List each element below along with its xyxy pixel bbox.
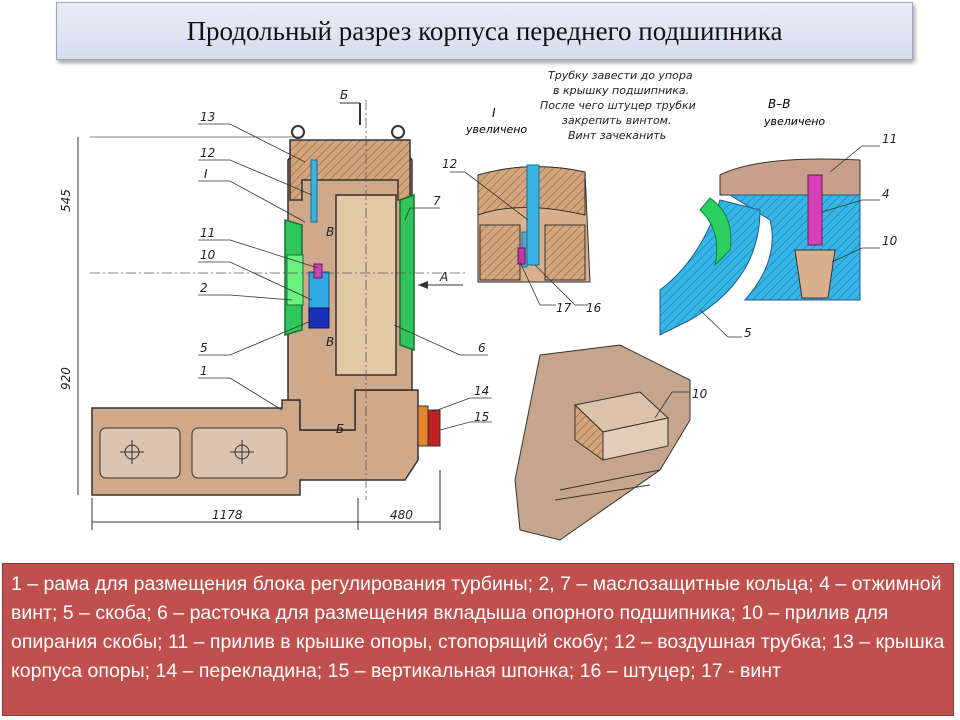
note-line-3: После чего штуцер трубки [540, 99, 696, 112]
label-11: 11 [200, 226, 215, 240]
main-section-view: 13 12 I 11 10 2 5 1 7 6 14 15 Б Б В В А … [59, 88, 492, 530]
section-label-5: 5 [744, 326, 752, 340]
frame-slot-right [191, 427, 288, 479]
legend-text: 1 – рама для размещения блока регулирова… [11, 573, 945, 682]
jack-screw [313, 263, 323, 279]
page-title: Продольный разрез корпуса переднего подш… [186, 15, 783, 46]
bracket-base [308, 307, 330, 329]
section-label-10: 10 [882, 234, 898, 248]
section-mark-v-bottom: В [326, 335, 334, 349]
detail-title: I [492, 106, 496, 120]
section-mark-b-bottom: Б [336, 422, 344, 436]
view-arrow-a: А [439, 270, 448, 284]
detail-air-tube [526, 164, 540, 266]
note-line-1: Трубку завести до упора [548, 69, 693, 82]
label-I: I [204, 167, 208, 181]
section-screw [807, 174, 823, 246]
detail-screw [517, 247, 526, 265]
label-2: 2 [200, 281, 208, 295]
note-line-5: Винт зачеканить [568, 129, 666, 142]
dim-545: 545 [59, 189, 73, 212]
frame-slot-left [99, 427, 181, 479]
crossbar [417, 405, 429, 447]
note-line-4: закрепить винтом. [562, 114, 671, 127]
dim-480: 480 [390, 508, 413, 522]
section-label-4: 4 [882, 187, 890, 201]
section-subtitle: увеличено [763, 115, 825, 128]
label-6: 6 [478, 341, 486, 355]
label-7: 7 [433, 194, 441, 208]
section-label-11: 11 [882, 132, 897, 146]
note-line-2: в крышку подшипника. [553, 84, 689, 97]
label-5: 5 [200, 341, 208, 355]
label-1: 1 [200, 364, 208, 378]
legend-caption: 1 – рама для размещения блока регулирова… [2, 563, 954, 716]
eye-bolt-right [391, 125, 405, 139]
detail-label-12: 12 [442, 157, 457, 171]
label-15: 15 [474, 410, 489, 424]
oil-ring-right [399, 193, 415, 352]
section-title: В–В [768, 97, 790, 111]
detail-label-16: 16 [586, 301, 602, 315]
section-mark-v-top: В [326, 225, 334, 239]
detail-label-17: 17 [556, 301, 572, 315]
air-tube [310, 159, 318, 223]
eye-bolt-left [291, 125, 305, 139]
technical-drawing: 13 12 I 11 10 2 5 1 7 6 14 15 Б Б В В А … [59, 69, 898, 541]
label-13: 13 [200, 110, 215, 124]
housing-cover [289, 139, 411, 201]
installation-note: Трубку завести до упора в крышку подшипн… [540, 69, 696, 142]
dim-1178: 1178 [212, 508, 243, 522]
vertical-key [427, 409, 441, 447]
detail-subtitle: увеличено [465, 123, 527, 136]
iso-label-10: 10 [692, 387, 708, 401]
detail-view-I: I увеличено 12 17 16 [442, 106, 602, 315]
section-mark-b-top: Б [340, 88, 348, 102]
dim-920: 920 [59, 367, 73, 390]
isometric-view: 10 [514, 344, 708, 541]
label-10: 10 [200, 248, 216, 262]
label-14: 14 [474, 384, 489, 398]
title-banner: Продольный разрез корпуса переднего подш… [56, 2, 913, 60]
label-12: 12 [200, 146, 215, 160]
section-view-vv: В–В увеличено 11 4 10 5 [659, 97, 898, 340]
